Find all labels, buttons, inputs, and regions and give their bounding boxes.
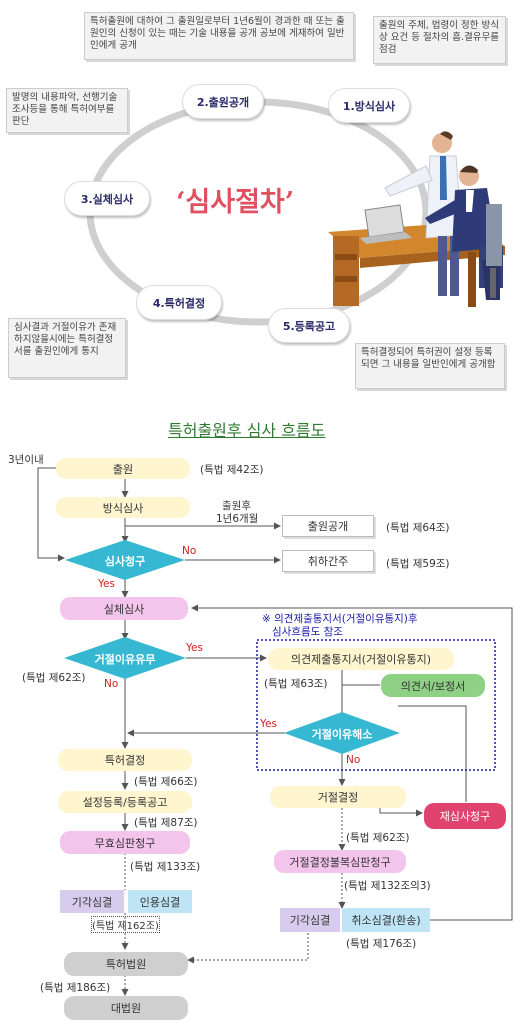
label-art59: (특법 제59조) <box>386 558 450 570</box>
label-art87: (특법 제87조) <box>134 817 198 829</box>
label-no-1: No <box>182 545 197 557</box>
flow-title: 특허출원후 심사 흐름도 <box>168 421 326 440</box>
diamond-reason <box>64 637 186 679</box>
node-register: 설정등록/등록공고 <box>58 791 192 813</box>
label-art64: (특법 제64조) <box>386 522 450 534</box>
node-formality: 방식심사 <box>56 497 190 518</box>
label-art63: (특법 제63조) <box>264 678 328 690</box>
node-application: 출원 <box>56 458 190 479</box>
diamond-request <box>65 540 185 580</box>
cycle-canvas <box>86 98 505 326</box>
label-no-2: No <box>104 678 119 690</box>
note-formality: 출원의 주체, 법령이 정한 방식상 요건 등 절차의 흠.결유무를 점검 <box>373 16 506 64</box>
step-formality: 1.방식심사 <box>328 88 410 123</box>
note-registration: 특허결정되어 특허권이 설정 등록되면 그 내용을 일반인에게 공개함 <box>355 343 505 389</box>
node-opinion: 의견서/보정서 <box>381 674 485 697</box>
label-yes-1: Yes <box>98 578 115 590</box>
step-grant: 4.특허결정 <box>136 285 222 320</box>
label-no-3: No <box>346 754 361 766</box>
node-patent-court: 특허법원 <box>64 952 188 976</box>
node-reject: 거절결정 <box>270 786 406 808</box>
node-cancel: 취소심결(환송) <box>342 908 430 932</box>
diamond-resolved <box>284 712 400 754</box>
node-appeal: 거절결정불복심판청구 <box>274 850 406 873</box>
step-publication: 2.출원공개 <box>182 84 264 119</box>
label-ref-1: ※ 의견제출통지서(거절이유통지)후 <box>262 613 418 625</box>
node-dismiss2: 기각심결 <box>280 908 340 932</box>
label-art62a: (특법 제62조) <box>22 672 86 684</box>
node-invalid: 무효심판청구 <box>60 831 190 854</box>
step-substantive: 3.실체심사 <box>64 181 150 216</box>
label-art186: (특법 제186조) <box>40 982 111 994</box>
note-publication: 특허출원에 대하여 그 출원일로부터 1년6월이 경과한 때 또는 출원인의 신… <box>84 12 354 60</box>
label-art176: (특법 제176조) <box>346 938 417 950</box>
node-publication: 출원공개 <box>282 515 374 537</box>
label-ref-2: 심사흐름도 참조 <box>272 626 343 638</box>
label-art133: (특법 제133조) <box>130 861 201 873</box>
node-reason-check: 거절이유유무 <box>94 653 156 666</box>
flow-connectors <box>37 467 513 996</box>
label-yes-3: Yes <box>260 718 277 730</box>
node-withdrawn: 취하간주 <box>282 550 374 572</box>
label-art62b: (특법 제62조) <box>346 832 410 844</box>
node-grant: 특허결정 <box>58 749 192 771</box>
office-illustration <box>328 131 505 307</box>
node-resolved: 거절이유해소 <box>311 728 373 741</box>
label-art162: (특법 제162조) <box>91 916 160 933</box>
node-substantive: 실체심사 <box>60 597 188 620</box>
node-request: 심사청구 <box>104 555 146 568</box>
note-substantive: 발명의 내용파악, 선행기술 조사등을 통해 특허여부를 판단 <box>6 88 128 133</box>
node-reexam: 재심사청구 <box>424 803 506 829</box>
label-art66: (특법 제66조) <box>134 776 198 788</box>
note-grant: 심사결과 거절이유가 존재하지않을시에는 특허결정서를 출원인에게 통지 <box>8 318 126 378</box>
step-registration: 5.등록공고 <box>268 308 350 343</box>
label-after-pub-1: 출원후 <box>222 500 251 512</box>
label-art42: (특법 제42조) <box>200 464 264 476</box>
label-after-pub-2: 1년6개월 <box>216 513 259 525</box>
cycle-title: ‘심사절차’ <box>176 187 295 218</box>
label-three-years-text: 3년이내 <box>8 454 44 466</box>
node-dismiss1: 기각심결 <box>60 890 124 913</box>
label-art132: (특법 제132조의3) <box>344 880 431 892</box>
node-notice: 의견제출통지서(거절이유통지) <box>268 648 454 670</box>
node-supreme-court: 대법원 <box>64 996 188 1020</box>
node-cite: 인용심결 <box>128 890 192 913</box>
label-yes-2: Yes <box>186 642 203 654</box>
